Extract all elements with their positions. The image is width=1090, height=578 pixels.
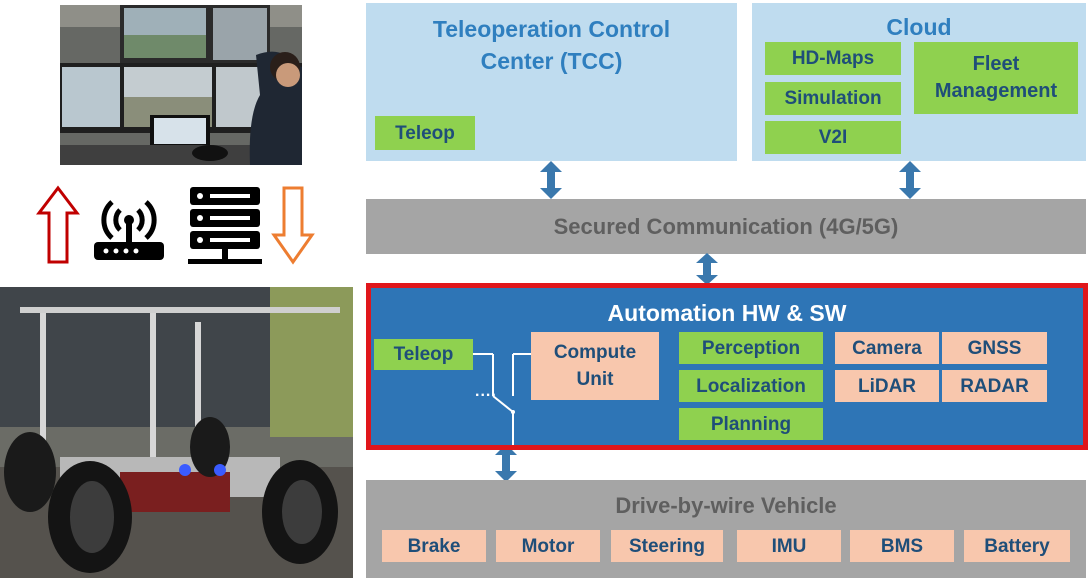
planning-block: Planning <box>679 408 823 440</box>
bms-block: BMS <box>850 530 954 562</box>
automation-teleop-block: Teleop <box>374 339 473 370</box>
cloud-v2i-block: V2I <box>765 121 901 154</box>
uplink-arrow-icon <box>36 185 80 265</box>
vehicle-photo <box>0 287 353 578</box>
automation-title: Automation HW & SW <box>607 300 847 326</box>
localization-block: Localization <box>679 370 823 402</box>
server-rack-icon <box>186 185 266 267</box>
teleoperator-station-photo <box>60 5 302 165</box>
brake-block: Brake <box>382 530 486 562</box>
automation-vehicle-double-arrow-icon <box>494 443 518 483</box>
camera-block: Camera <box>835 332 939 364</box>
cloud-simulation-block: Simulation <box>765 82 901 115</box>
switch-dots: .... <box>475 383 497 400</box>
comm-automation-double-arrow-icon <box>695 252 719 286</box>
steering-block: Steering <box>611 530 723 562</box>
wifi-router-icon <box>92 188 166 264</box>
cloud-panel: Cloud HD-Maps Simulation V2I Fleet Manag… <box>752 3 1086 161</box>
cloud-comm-double-arrow-icon <box>898 160 922 200</box>
drive-by-wire-title: Drive-by-wire Vehicle <box>615 493 837 518</box>
compute-unit-block: Compute Unit <box>531 332 659 400</box>
tcc-comm-double-arrow-icon <box>539 160 563 200</box>
automation-panel: Automation HW & SW .... Teleop Compute U… <box>366 283 1088 450</box>
gnss-block: GNSS <box>942 332 1047 364</box>
secured-communication-band: Secured Communication (4G/5G) <box>366 199 1086 254</box>
radar-block: RADAR <box>942 370 1047 402</box>
tcc-title: Teleoperation Control Center (TCC) <box>432 16 671 74</box>
tcc-panel: Teleoperation Control Center (TCC) Teleo… <box>366 3 737 161</box>
cloud-fleet-management-block: Fleet Management <box>914 42 1078 114</box>
teleop-switch-diagram <box>473 353 531 445</box>
perception-block: Perception <box>679 332 823 364</box>
tcc-teleop-block: Teleop <box>375 116 475 150</box>
cloud-title: Cloud <box>886 14 952 40</box>
cloud-hdmaps-block: HD-Maps <box>765 42 901 75</box>
motor-block: Motor <box>496 530 600 562</box>
battery-block: Battery <box>964 530 1070 562</box>
downlink-arrow-icon <box>270 185 316 265</box>
imu-block: IMU <box>737 530 841 562</box>
drive-by-wire-panel: Drive-by-wire Vehicle Brake Motor Steeri… <box>366 480 1086 578</box>
lidar-block: LiDAR <box>835 370 939 402</box>
